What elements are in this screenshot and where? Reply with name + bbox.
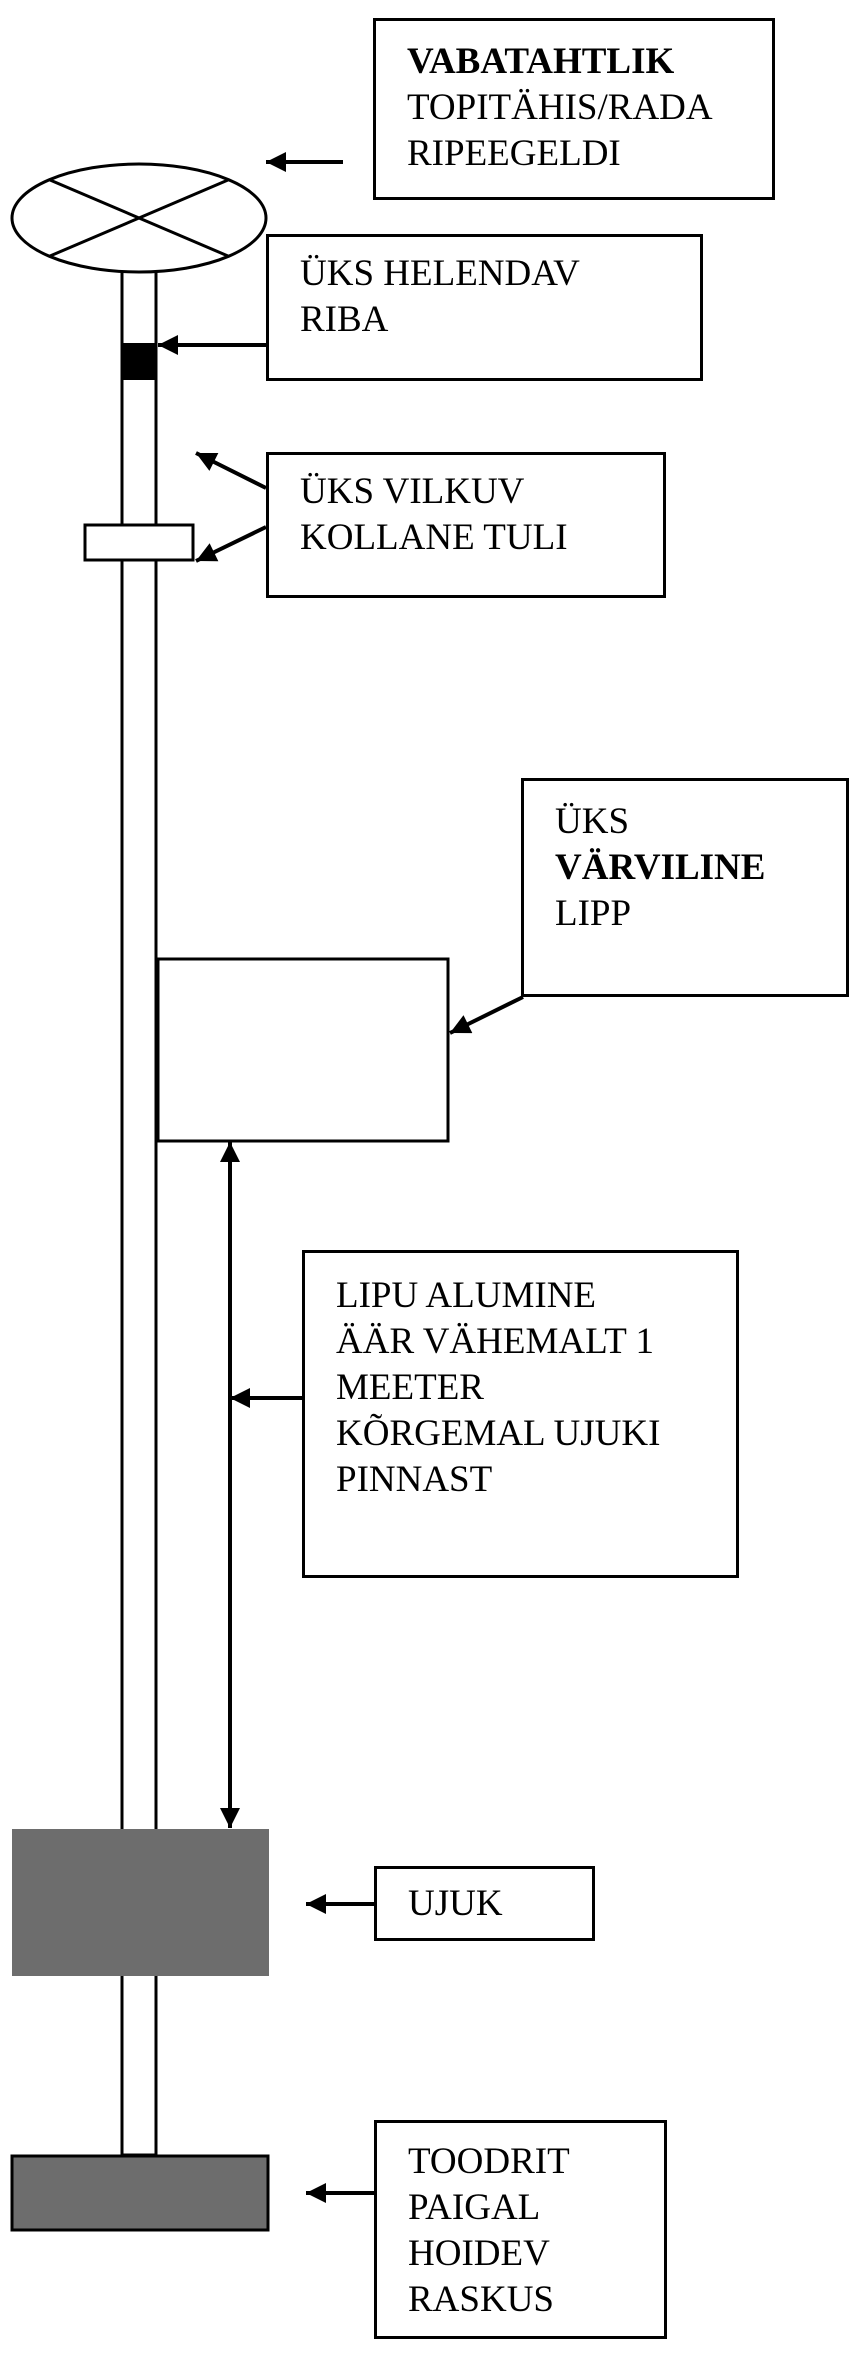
label-box-buoy-type: VABATAHTLIK TOPITÄHIS/RADA RIPEEGELDI <box>373 18 775 200</box>
label-text: RASKUS <box>408 2279 554 2320</box>
label-text: VABATAHTLIK <box>407 41 675 82</box>
label-text: TOODRIT <box>408 2141 570 2182</box>
label-box-flag-height: LIPU ALUMINE ÄÄR VÄHEMALT 1 MEETER KÕRGE… <box>302 1250 739 1578</box>
label-text: KÕRGEMAL UJUKI <box>336 1413 661 1454</box>
label-text: PINNAST <box>336 1459 493 1500</box>
label-text: ÜKS <box>555 801 630 842</box>
label-text: UJUK <box>408 1883 503 1924</box>
label-box-flag: ÜKS VÄRVILINE LIPP <box>521 778 849 997</box>
label-text: TOPITÄHIS/RADA <box>407 87 713 128</box>
label-box-weight: TOODRIT PAIGAL HOIDEV RASKUS <box>374 2120 667 2339</box>
label-box-float: UJUK <box>374 1866 595 1941</box>
label-text: RIPEEGELDI <box>407 133 621 174</box>
arrow-to-flag <box>449 995 524 1035</box>
label-text: ÄÄR VÄHEMALT 1 <box>336 1321 654 1362</box>
flashing-light-fixture <box>83 523 195 562</box>
label-text: LIPU ALUMINE <box>336 1275 597 1316</box>
label-text: PAIGAL <box>408 2187 541 2228</box>
label-text: LIPP <box>555 893 632 934</box>
light-band <box>122 343 156 380</box>
weight <box>10 2154 270 2232</box>
arrow-flash-up <box>195 451 267 490</box>
label-text: ÜKS VILKUV <box>300 471 525 512</box>
label-text: ÜKS HELENDAV <box>300 253 580 294</box>
label-text: RIBA <box>300 299 389 340</box>
topmark-cross-line <box>49 178 229 258</box>
label-box-flashing-light: ÜKS VILKUV KOLLANE TULI <box>266 452 666 598</box>
label-text: KOLLANE TULI <box>300 517 568 558</box>
label-box-light-band: ÜKS HELENDAV RIBA <box>266 234 703 381</box>
label-text: MEETER <box>336 1367 484 1408</box>
label-text: HOIDEV <box>408 2233 550 2274</box>
flag <box>156 957 450 1143</box>
float <box>12 1829 269 1976</box>
arrow-flash-down <box>195 525 267 563</box>
label-text: VÄRVILINE <box>555 847 766 888</box>
